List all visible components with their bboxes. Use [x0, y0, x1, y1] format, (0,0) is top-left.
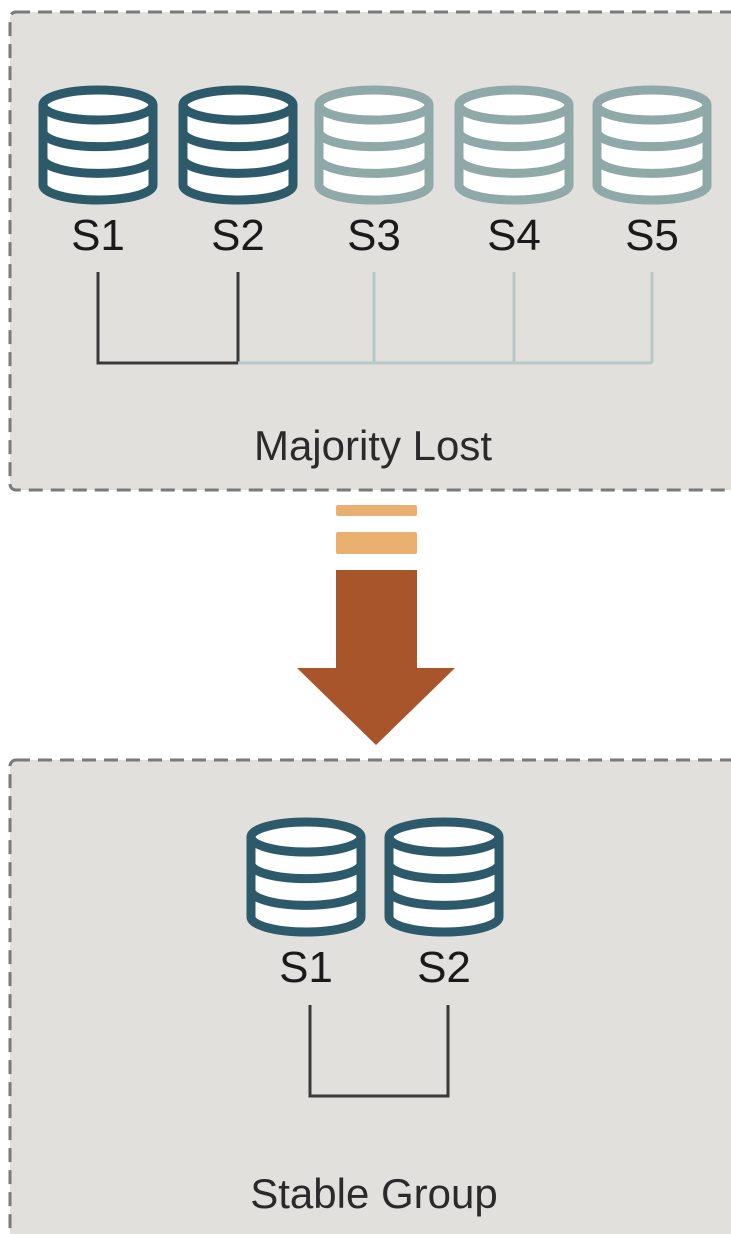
database-icon: [592, 85, 712, 205]
server-s1: S1: [38, 85, 158, 260]
server-row: S1 S2 S3 S4 S5: [38, 85, 712, 260]
majority-lost-label: Majority Lost: [254, 422, 492, 469]
database-icon: [384, 817, 504, 937]
database-icon: [454, 85, 574, 205]
server-label: S5: [625, 211, 679, 260]
link-s1-s2: [96, 272, 240, 365]
server-label: S1: [71, 211, 125, 260]
server-label: S3: [347, 211, 401, 260]
majority-lost-panel: S1 S2 S3 S4 S5 Majority Lost: [8, 10, 731, 492]
server-label: S1: [279, 943, 333, 992]
connection-lines: [96, 272, 654, 365]
down-arrow-icon: [297, 505, 455, 745]
database-icon: [246, 817, 366, 937]
link-s1-s2: [308, 1005, 450, 1098]
database-icon: [314, 85, 434, 205]
arrow-stripe-thin: [336, 505, 417, 516]
arrow-head: [297, 570, 455, 745]
server-s5: S5: [592, 85, 712, 260]
server-label: S2: [211, 211, 265, 260]
database-icon: [38, 85, 158, 205]
server-label: S2: [417, 943, 471, 992]
server-s2: S2: [178, 85, 298, 260]
server-row: S1 S2: [246, 817, 504, 992]
server-label: S4: [487, 211, 541, 260]
database-icon: [178, 85, 298, 205]
stable-group-panel: S1 S2 Stable Group: [8, 758, 731, 1234]
arrow-stripe-thick: [336, 532, 417, 554]
server-s2: S2: [384, 817, 504, 992]
server-s3: S3: [314, 85, 434, 260]
server-s4: S4: [454, 85, 574, 260]
stable-group-label: Stable Group: [250, 1170, 498, 1217]
server-s1: S1: [246, 817, 366, 992]
panel-background: [8, 758, 731, 1234]
